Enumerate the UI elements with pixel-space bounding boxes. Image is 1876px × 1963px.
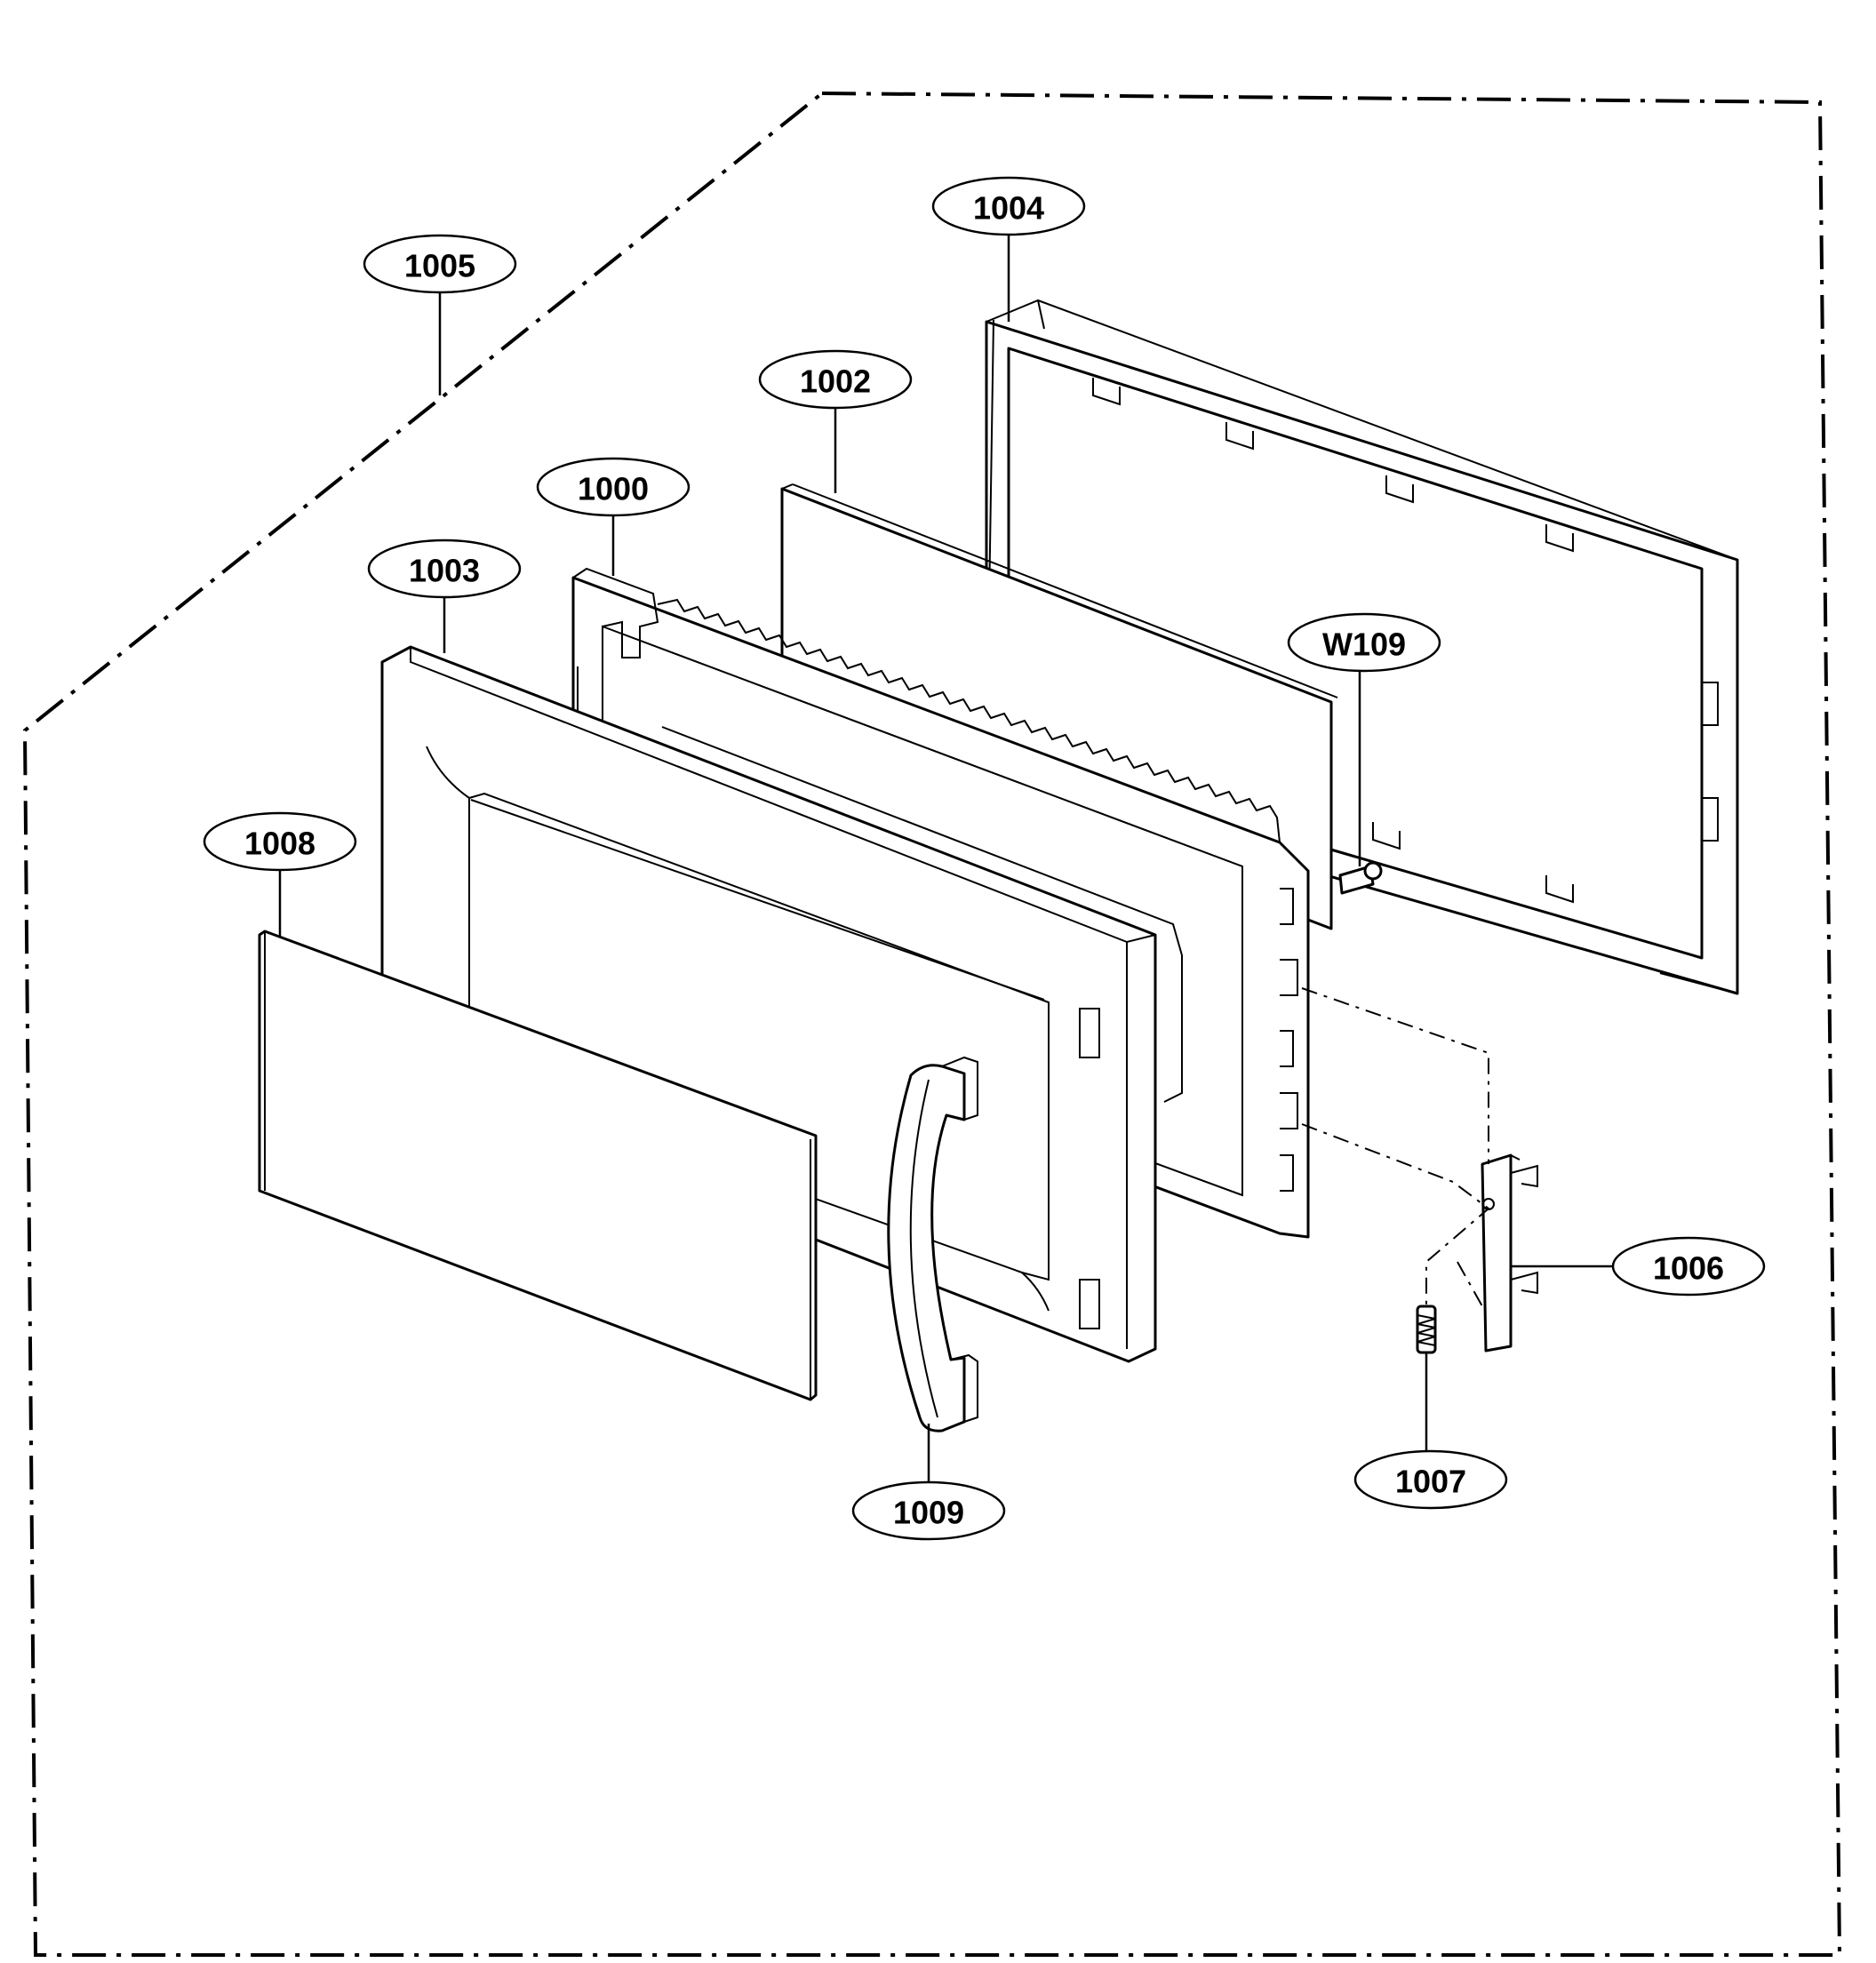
part-w109-screw[interactable] xyxy=(1338,861,1383,895)
callout-1005: 1005 xyxy=(363,234,517,294)
callout-1004: 1004 xyxy=(931,176,1086,236)
svg-text:1005: 1005 xyxy=(404,248,475,284)
svg-text:1009: 1009 xyxy=(893,1495,964,1531)
callout-1003: 1003 xyxy=(367,539,522,599)
assembly-line-hook xyxy=(1457,1261,1483,1307)
part-1006-latch-hook[interactable] xyxy=(1481,1153,1538,1353)
callout-1000: 1000 xyxy=(536,457,691,517)
callout-1009: 1009 xyxy=(851,1480,1006,1541)
callout-1008: 1008 xyxy=(203,811,357,872)
callout-w109: W109 xyxy=(1287,612,1441,673)
svg-text:1008: 1008 xyxy=(244,826,315,862)
assembly-line-lower xyxy=(1301,1123,1490,1306)
svg-text:1003: 1003 xyxy=(409,553,480,589)
svg-text:W109: W109 xyxy=(1322,626,1406,663)
assembly-boundary xyxy=(22,91,1842,1957)
svg-text:1007: 1007 xyxy=(1395,1464,1466,1500)
part-1009-handle[interactable] xyxy=(887,1056,978,1432)
svg-text:1000: 1000 xyxy=(578,471,649,507)
callout-1007: 1007 xyxy=(1353,1449,1508,1510)
svg-text:1006: 1006 xyxy=(1653,1250,1724,1287)
part-1007-spring[interactable] xyxy=(1416,1305,1437,1354)
svg-text:1004: 1004 xyxy=(973,190,1044,227)
callout-1006: 1006 xyxy=(1611,1236,1766,1297)
callout-1002: 1002 xyxy=(758,349,913,410)
assembly-line-upper xyxy=(1301,987,1489,1164)
part-1008-front-glass[interactable] xyxy=(258,930,818,1401)
svg-text:1002: 1002 xyxy=(800,363,871,400)
